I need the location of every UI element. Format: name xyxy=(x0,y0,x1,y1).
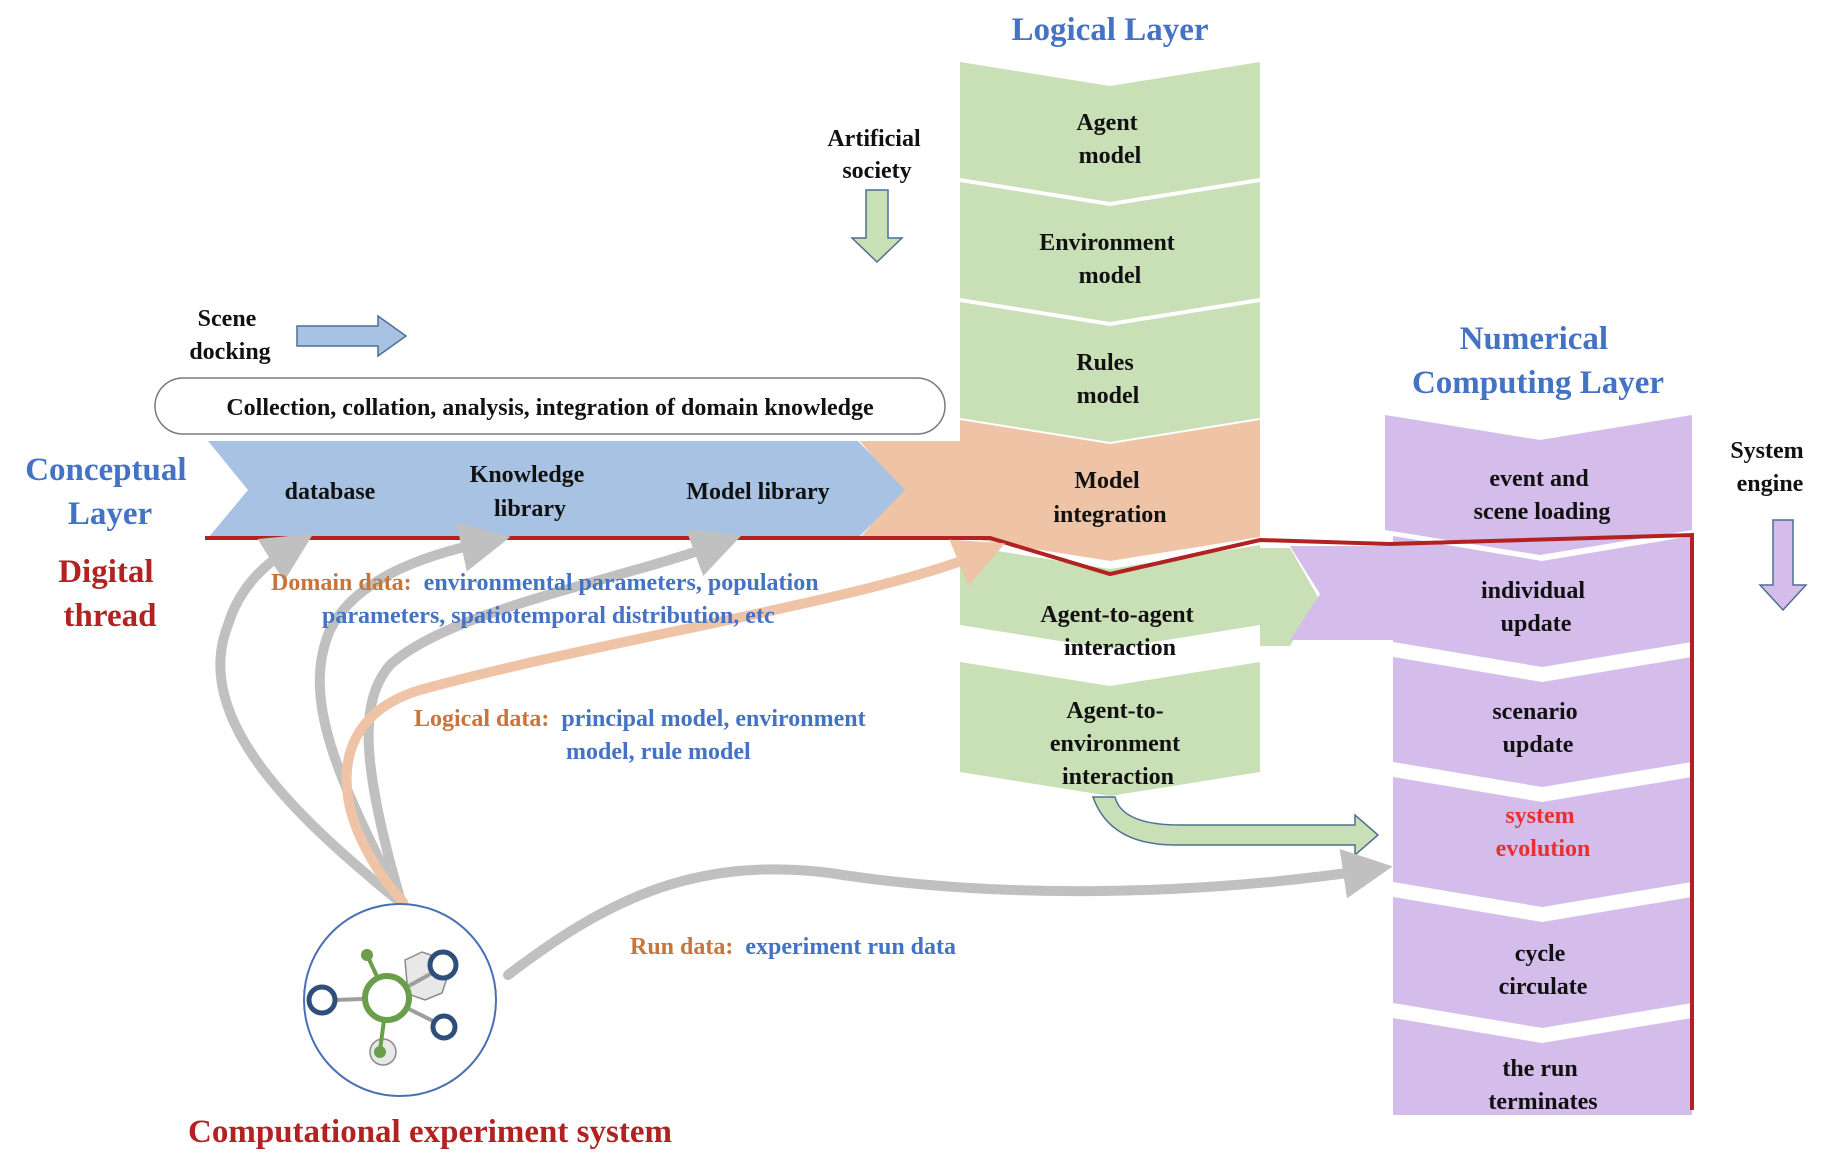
domain-arrow-model-library xyxy=(363,529,742,903)
scenario-update-block xyxy=(1393,657,1692,787)
logical-data-arrow xyxy=(341,539,1006,907)
digital-thread-line xyxy=(205,532,1694,1110)
agent-to-environment-label: Agent-to- environment interaction xyxy=(1050,698,1186,790)
artificial-society-arrow xyxy=(850,189,904,264)
system-evolution-block xyxy=(1393,777,1692,907)
numerical-layer-title: Numerical Computing Layer xyxy=(1412,321,1664,401)
central-node-icon xyxy=(362,973,412,1023)
individual-update-connector xyxy=(1290,546,1400,640)
cycle-circulate-block xyxy=(1393,897,1692,1028)
system-evolution-label: system evolution xyxy=(1496,803,1591,862)
node-left-icon xyxy=(306,984,338,1016)
model-integration-label: Model integration xyxy=(1053,468,1166,528)
scene-docking-label: Scene docking xyxy=(189,306,270,365)
peach-connector xyxy=(860,441,960,538)
conceptual-layer-title: Conceptual Layer xyxy=(25,452,195,532)
logical-layer-title: Logical Layer xyxy=(1011,12,1208,48)
logical-data-text-line2: model, rule model xyxy=(566,739,751,765)
event-scene-loading-label: event and scene loading xyxy=(1474,466,1611,525)
model-library-chevron xyxy=(608,441,905,538)
environment-model-label: Environment model xyxy=(1039,230,1181,289)
knowledge-box xyxy=(154,377,946,435)
model-library-label: Model library xyxy=(686,479,829,505)
node-top-right-icon xyxy=(427,949,459,981)
agent-model-label: Agent model xyxy=(1076,110,1143,169)
agent-to-agent-block xyxy=(960,545,1260,649)
artificial-society-label: Artificial society xyxy=(827,126,926,184)
run-data-arrow xyxy=(503,848,1393,980)
agent-model-block xyxy=(960,62,1260,202)
database-label: database xyxy=(285,479,376,505)
environment-model-block xyxy=(960,182,1260,322)
node-top-dot-icon xyxy=(361,949,373,961)
individual-update-label: individual update xyxy=(1481,578,1591,637)
event-scene-loading-block xyxy=(1385,415,1692,555)
run-data-label: Run data: experiment run data xyxy=(630,934,956,960)
conceptual-layer-band xyxy=(208,420,1260,561)
run-terminates-block xyxy=(1393,1018,1692,1115)
domain-data-label: Domain data: environmental parameters, p… xyxy=(271,570,819,596)
experiment-system-title: Computational experiment system xyxy=(188,1114,672,1150)
scenario-update-label: scenario update xyxy=(1492,699,1583,758)
environment-to-numerical-arrow xyxy=(1091,796,1380,857)
model-integration-block xyxy=(960,420,1260,561)
system-engine-label: System engine xyxy=(1730,438,1809,497)
rules-model-label: Rules model xyxy=(1076,350,1139,409)
scene-docking-arrow xyxy=(296,314,408,358)
domain-data-text-line2: parameters, spatiotemporal distribution,… xyxy=(322,603,775,629)
knowledge-box-text: Collection, collation, analysis, integra… xyxy=(226,395,874,421)
node-bottom-dot-icon xyxy=(374,1046,386,1058)
knowledge-library-chevron xyxy=(408,441,655,538)
individual-update-block xyxy=(1393,536,1692,667)
rules-model-block xyxy=(960,302,1260,442)
knowledge-library-label: Knowledge library xyxy=(470,462,591,522)
logical-layer-stack xyxy=(960,62,1318,796)
logical-data-label: Logical data: principal model, environme… xyxy=(414,706,866,732)
cycle-circulate-label: cycle circulate xyxy=(1499,941,1588,1000)
experiment-system-icon xyxy=(303,903,497,1097)
node-right-icon xyxy=(430,1013,458,1041)
run-terminates-label: the run terminates xyxy=(1488,1056,1597,1115)
digital-thread-label: Digital thread xyxy=(58,554,162,634)
data-flow-arrows xyxy=(215,522,1393,980)
database-chevron xyxy=(208,441,455,538)
agent-to-agent-label: Agent-to-agent interaction xyxy=(1040,602,1199,661)
domain-arrow-database xyxy=(215,533,400,903)
agent-to-environment-block xyxy=(960,662,1260,796)
system-engine-arrow xyxy=(1758,519,1808,612)
numerical-layer-stack xyxy=(1290,415,1692,1115)
